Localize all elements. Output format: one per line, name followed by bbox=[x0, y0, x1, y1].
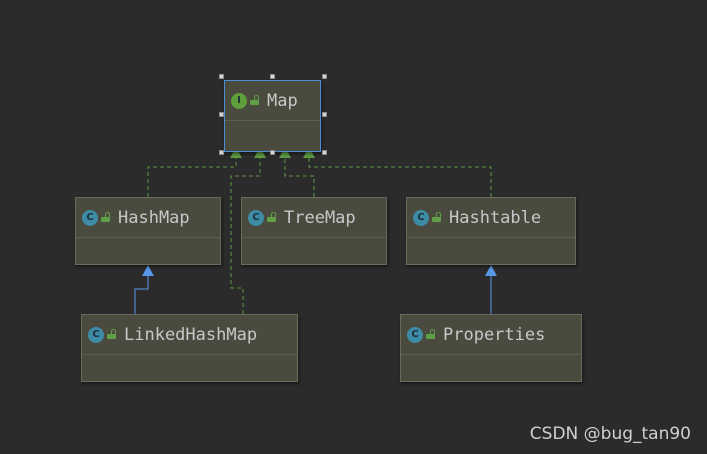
selection-handle-s[interactable] bbox=[270, 150, 275, 155]
selection-handle-nw[interactable] bbox=[219, 74, 224, 79]
node-hashmap-header: C HashMap bbox=[76, 198, 220, 238]
open-lock-icon bbox=[250, 94, 259, 105]
arrowhead-map-3 bbox=[279, 147, 291, 158]
selection-handle-n[interactable] bbox=[270, 74, 275, 79]
extends-arrowheads bbox=[142, 265, 497, 276]
class-icon: C bbox=[413, 209, 429, 226]
selection-handle-w[interactable] bbox=[219, 112, 224, 117]
node-hashtable[interactable]: C Hashtable bbox=[406, 197, 576, 265]
watermark: CSDN @bug_tan90 bbox=[529, 424, 691, 444]
open-lock-icon bbox=[426, 328, 435, 339]
selection-handle-se[interactable] bbox=[322, 150, 327, 155]
class-icon: C bbox=[88, 326, 104, 343]
node-properties-title: Properties bbox=[443, 324, 546, 345]
class-icon: C bbox=[82, 209, 98, 226]
node-treemap[interactable]: C TreeMap bbox=[241, 197, 387, 265]
node-properties-header: C Properties bbox=[401, 315, 581, 355]
node-treemap-title: TreeMap bbox=[284, 207, 356, 228]
node-hashtable-title: Hashtable bbox=[449, 207, 542, 228]
node-linkedhashmap-header: C LinkedHashMap bbox=[82, 315, 297, 355]
arrowhead-map-2 bbox=[254, 147, 266, 158]
node-map[interactable]: I Map bbox=[224, 80, 321, 152]
class-icon: C bbox=[407, 326, 423, 343]
node-hashmap[interactable]: C HashMap bbox=[75, 197, 221, 265]
implements-edges bbox=[147, 158, 492, 314]
implements-arrowheads bbox=[230, 147, 315, 158]
arrowhead-map-4 bbox=[303, 147, 315, 158]
selection-handle-sw[interactable] bbox=[219, 150, 224, 155]
arrowhead-hashtable bbox=[485, 265, 497, 276]
open-lock-icon bbox=[267, 211, 276, 222]
node-hashmap-title: HashMap bbox=[118, 207, 190, 228]
selection-handle-e[interactable] bbox=[322, 112, 327, 117]
node-linkedhashmap[interactable]: C LinkedHashMap bbox=[81, 314, 298, 382]
extends-edges bbox=[134, 276, 492, 314]
edge-linkedhashmap-implements-map bbox=[230, 158, 261, 314]
edge-hashtable-implements-map bbox=[308, 158, 492, 197]
node-properties[interactable]: C Properties bbox=[400, 314, 582, 382]
node-treemap-header: C TreeMap bbox=[242, 198, 386, 238]
open-lock-icon bbox=[432, 211, 441, 222]
interface-icon: I bbox=[231, 92, 247, 109]
class-icon: C bbox=[248, 209, 264, 226]
node-linkedhashmap-title: LinkedHashMap bbox=[124, 324, 258, 345]
node-map-header: I Map bbox=[225, 81, 320, 121]
open-lock-icon bbox=[107, 328, 116, 339]
edge-linkedhashmap-extends-hashmap bbox=[134, 276, 149, 314]
node-map-title: Map bbox=[267, 90, 298, 111]
selection-handle-ne[interactable] bbox=[322, 74, 327, 79]
arrowhead-map-1 bbox=[230, 147, 242, 158]
node-hashtable-header: C Hashtable bbox=[407, 198, 575, 238]
open-lock-icon bbox=[101, 211, 110, 222]
edge-treemap-implements-map bbox=[284, 158, 315, 197]
arrowhead-hashmap bbox=[142, 265, 154, 276]
edge-hashmap-implements-map bbox=[147, 158, 237, 197]
